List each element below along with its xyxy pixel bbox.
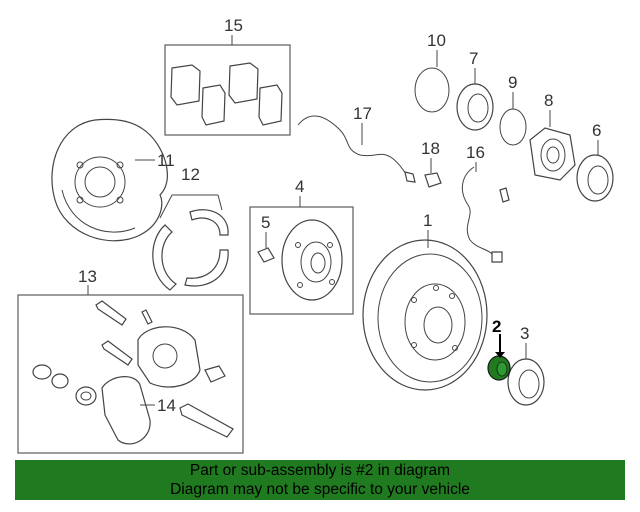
callout-8[interactable]: 8 [544, 91, 553, 110]
hub-bearing[interactable] [529, 110, 576, 181]
parking-brake-shoes[interactable] [152, 194, 229, 291]
bearing-6[interactable] [576, 140, 614, 202]
callout-3[interactable]: 3 [520, 324, 529, 343]
brake-rotor[interactable] [362, 230, 488, 391]
callout-17[interactable]: 17 [353, 104, 372, 123]
callout-18[interactable]: 18 [421, 139, 440, 158]
hub-box [249, 206, 354, 315]
snap-ring[interactable] [414, 50, 450, 113]
banner-line-1: Part or sub-assembly is #2 in diagram [189, 462, 451, 479]
callout-4[interactable]: 4 [295, 177, 304, 196]
callout-1[interactable]: 1 [423, 211, 432, 230]
abs-sensor[interactable] [461, 162, 510, 263]
callout-15[interactable]: 15 [224, 16, 243, 35]
callout-13[interactable]: 13 [78, 267, 97, 286]
brake-pad-1 [170, 64, 201, 106]
callout-11[interactable]: 11 [157, 151, 175, 170]
hub-group[interactable] [249, 196, 354, 315]
callout-5[interactable]: 5 [261, 213, 270, 232]
callout-14[interactable]: 14 [157, 396, 176, 415]
callout-2[interactable]: 2 [492, 317, 501, 336]
callout-12[interactable]: 12 [181, 165, 200, 184]
oil-seal[interactable] [456, 68, 494, 131]
brake-pad-3 [228, 62, 259, 104]
callout-6[interactable]: 6 [592, 121, 601, 140]
brake-pad-2 [201, 84, 226, 126]
sensor-clip[interactable] [424, 158, 442, 188]
callout-10[interactable]: 10 [427, 31, 446, 50]
speed-sensor-wire[interactable] [297, 115, 416, 183]
caliper-box [17, 294, 244, 454]
bearing-3[interactable] [507, 343, 545, 406]
callout-16[interactable]: 16 [466, 143, 485, 162]
callout-9[interactable]: 9 [508, 73, 517, 92]
part-2-highlighted[interactable] [487, 334, 511, 381]
callout-7[interactable]: 7 [469, 49, 478, 68]
caliper-group[interactable] [17, 285, 244, 454]
brake-pads-group[interactable] [164, 35, 291, 136]
brake-pad-4 [258, 84, 283, 126]
banner-line-2: Diagram may not be specific to your vehi… [170, 481, 470, 498]
info-banner: Part or sub-assembly is #2 in diagram Di… [15, 460, 625, 500]
brake-pads-box [164, 44, 291, 136]
retaining-ring[interactable] [499, 92, 527, 146]
dust-shield[interactable] [51, 118, 169, 242]
